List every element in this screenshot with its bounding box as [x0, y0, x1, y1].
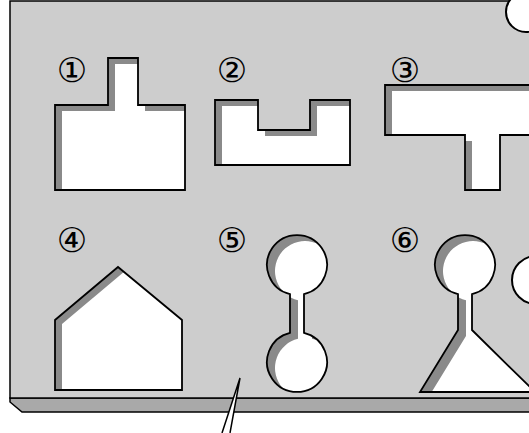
callout-tail — [222, 378, 240, 433]
shape-hole — [385, 85, 529, 196]
shape-hole — [267, 235, 335, 398]
callout-number: ④ — [50, 218, 94, 262]
callout-number: ③ — [383, 48, 427, 92]
shape-hole — [215, 100, 357, 171]
board-edge — [10, 398, 529, 412]
callout-number: ⑥ — [383, 218, 427, 262]
callout-number: ① — [50, 48, 94, 92]
board-face — [10, 1, 529, 398]
shape-hole — [55, 267, 189, 394]
cropped-marker — [512, 256, 529, 304]
callout-number: ⑤ — [210, 218, 254, 262]
callout-number: ② — [210, 48, 254, 92]
cropped-marker — [506, 0, 529, 32]
shape-hole — [420, 235, 529, 398]
